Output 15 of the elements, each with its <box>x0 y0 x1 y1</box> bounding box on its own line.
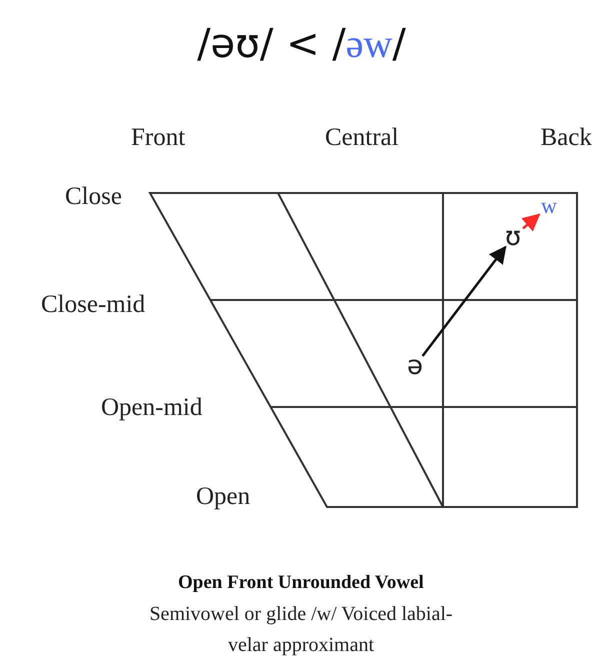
column-label: Front <box>131 124 186 152</box>
row-label: Open <box>196 483 250 511</box>
phonetic-symbol: ə <box>407 352 423 380</box>
caption: Open Front Unrounded Vowel <box>178 572 424 594</box>
row-label: Close-mid <box>41 291 146 319</box>
phonetic-symbol: ʊ <box>505 223 522 251</box>
description-text: Semivowel or glide /w/ Voiced labial-velar approximant <box>148 602 454 658</box>
arrow <box>422 246 506 357</box>
row-label: Open-mid <box>101 394 202 422</box>
column-label: Central <box>325 124 399 152</box>
column-label: Back <box>540 124 592 152</box>
row-label: Close <box>65 183 122 211</box>
phonetic-symbol: w <box>541 192 557 220</box>
arrow <box>521 213 540 232</box>
title: /əʊ/ < /əw/ <box>196 20 407 67</box>
